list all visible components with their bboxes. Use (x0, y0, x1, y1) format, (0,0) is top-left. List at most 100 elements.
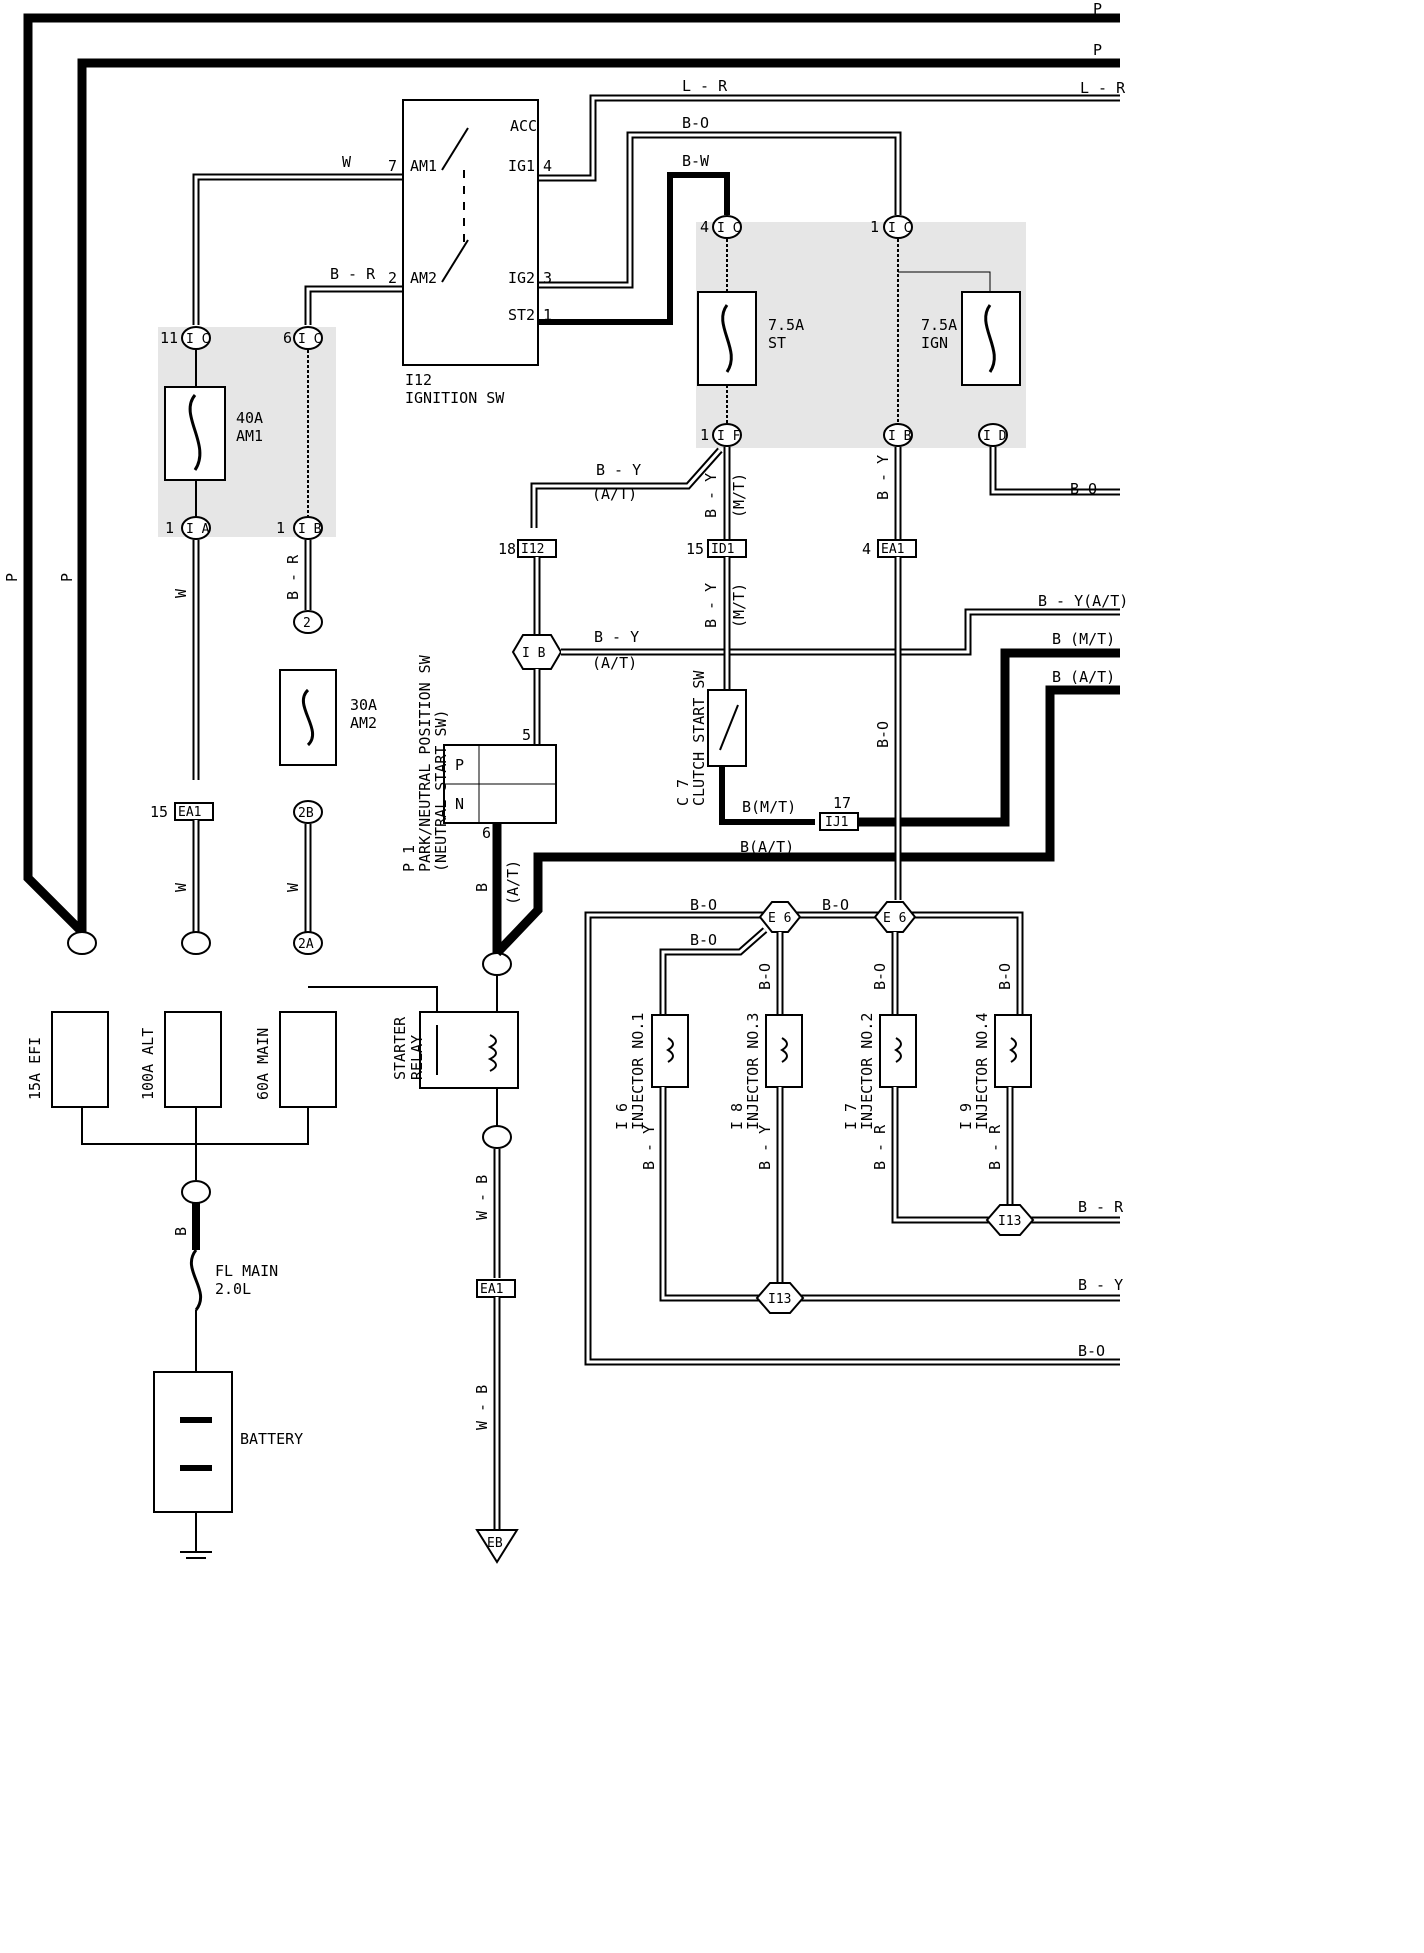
fl-main-label: FL MAIN (215, 1262, 278, 1280)
wire-label-bo-top: B-O (682, 114, 709, 132)
wire-label-p2: P (1093, 41, 1102, 59)
connector-1c-4 (712, 215, 742, 239)
connector-1c-6 (293, 326, 323, 350)
wire-label-lr-top: L - R (682, 77, 728, 95)
pnp-pos-p: P (455, 756, 464, 774)
svg-text:IJ1: IJ1 (825, 815, 848, 830)
svg-text:I C: I C (298, 332, 321, 347)
fuse-st-amp: 7.5A (768, 316, 804, 334)
wire-label-by-mid: B - Y (594, 628, 639, 646)
wire-label-w-3: W (284, 882, 302, 892)
svg-text:E 6: E 6 (768, 911, 791, 926)
ig2-pin: 3 (543, 269, 552, 287)
svg-text:EA1: EA1 (881, 542, 904, 557)
connector-2-efi (67, 931, 97, 955)
wire-label-by-st: B - Y (702, 473, 720, 518)
injector-no1 (651, 1014, 689, 1088)
wire-label-mt-st: (M/T) (730, 473, 748, 518)
wire-label-by-clutch: B - Y (702, 583, 720, 628)
fuse-15a-efi (51, 1011, 109, 1108)
fuse-60a-main (279, 1011, 337, 1108)
ground-eb (475, 1529, 519, 1564)
am2-pin: 2 (388, 269, 397, 287)
svg-text:1: 1 (165, 519, 174, 537)
connector-1a (181, 516, 211, 540)
svg-text:I C: I C (186, 332, 209, 347)
i9-label: I 9 (957, 1103, 975, 1130)
starter-relay (419, 1011, 519, 1089)
wire-label-by-ign: B - Y (874, 455, 892, 500)
connector-1b (293, 516, 323, 540)
acc-label: ACC (510, 117, 537, 135)
wire-label-wb-1: W - B (473, 1175, 491, 1220)
connector-1c-11 (181, 326, 211, 350)
wire-label-p1: P (1093, 0, 1102, 18)
wire-label-by-inj3: B - Y (756, 1125, 774, 1170)
pnp-label-2: (NEUTRAL START SW) (432, 709, 450, 872)
wire-label-br-inj2: B - R (871, 1124, 889, 1170)
svg-text:4: 4 (700, 218, 709, 236)
svg-text:2A: 2A (298, 937, 314, 952)
svg-text:EB: EB (487, 1536, 503, 1551)
fuse-alt-label: 100A ALT (139, 1028, 157, 1100)
clutch-start-switch (707, 689, 747, 767)
wire-label-bo-right: B-O (1070, 480, 1097, 498)
svg-text:ID1: ID1 (711, 542, 734, 557)
fuse-st-name: ST (768, 334, 786, 352)
wire-label-bo-inj3: B-O (756, 963, 774, 990)
fuse-100a-alt (164, 1011, 222, 1108)
fuse-40a-label: 40A (236, 409, 263, 427)
svg-text:1: 1 (700, 426, 709, 444)
svg-text:2B: 2B (298, 806, 314, 821)
fuse-efi-label: 15A EFI (26, 1037, 44, 1100)
p1-label: P 1 (400, 845, 418, 872)
wire-label-by-at-right: B - Y(A/T) (1038, 592, 1128, 610)
wire-label-br-am2: B - R (330, 265, 376, 283)
svg-text:2: 2 (303, 616, 311, 631)
svg-text:EA1: EA1 (178, 805, 201, 820)
svg-text:17: 17 (833, 794, 851, 812)
svg-text:I B: I B (888, 429, 912, 444)
fuse-main-label: 60A MAIN (254, 1028, 272, 1100)
ig1-label: IG1 (508, 157, 535, 175)
connector-2-alt (181, 931, 211, 955)
wire-bw (538, 172, 730, 325)
relay-label: RELAY (408, 1035, 426, 1080)
wire-label-p-side2: P (58, 573, 76, 582)
wire-b-mt-right (858, 648, 1120, 827)
wire-label-bo-e6b: B-O (822, 896, 849, 914)
connector-ib-8 (511, 634, 563, 670)
am1-label: AM1 (410, 157, 437, 175)
am1-pin: 7 (388, 157, 397, 175)
connector-2a (293, 931, 323, 955)
ignition-switch-box (402, 99, 539, 366)
pnp-label: PARK/NEUTRAL POSITION SW (416, 654, 434, 872)
wire-label-by-right: B - Y (1078, 1276, 1123, 1294)
wire-w-am1 (192, 173, 405, 325)
wire-b-at (493, 685, 1120, 957)
st2-pin: 1 (543, 306, 552, 324)
ig1-pin: 4 (543, 157, 552, 175)
wire-label-bo-inj4: B-O (996, 963, 1014, 990)
clutch-label: CLUTCH START SW (690, 670, 708, 806)
junction-e6-2 (873, 901, 917, 933)
connector-2-fl (181, 1180, 211, 1204)
junction-i13-br (985, 1204, 1035, 1236)
wire-br-am2 (304, 285, 405, 325)
fuse-30a-label: 30A (350, 696, 377, 714)
i12-label: I12 (405, 371, 432, 389)
battery-box (153, 1371, 233, 1513)
am2-label: AM2 (410, 269, 437, 287)
ig2-label: IG2 (508, 269, 535, 287)
injector-no2-label: INJECTOR NO.2 (858, 1013, 876, 1130)
connector-1f (712, 423, 742, 447)
wire-label-br-right: B - R (1078, 1198, 1124, 1216)
connector-2-am2 (293, 610, 323, 634)
injector-no4-label: INJECTOR NO.4 (973, 1013, 991, 1130)
connector-2b (293, 800, 323, 824)
wire-label-mt-clutch: (M/T) (730, 583, 748, 628)
st2-label: ST2 (508, 306, 535, 324)
wire-label-at-top: (A/T) (592, 485, 637, 503)
connector-2-relay-top (482, 952, 512, 976)
